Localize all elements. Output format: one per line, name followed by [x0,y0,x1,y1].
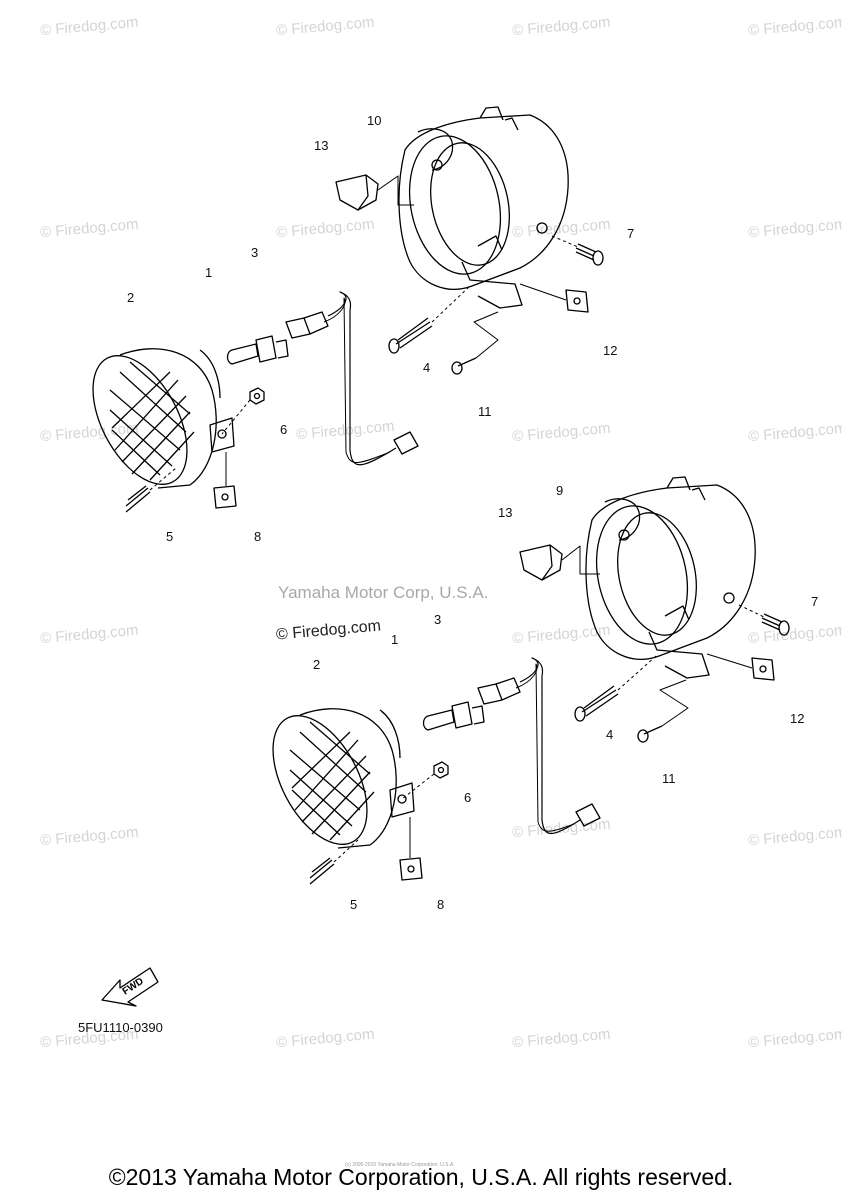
callout-7: 7 [627,226,635,241]
upper-nut-6-leader [221,399,251,435]
callout-7: 7 [811,594,819,609]
lower-screw-11 [637,725,663,743]
lower-clip-8 [399,857,423,881]
lower-nut-6-leader [401,773,435,800]
lower-cap [519,544,563,581]
lower-bulb [422,701,485,731]
callout-12: 12 [603,343,618,358]
lower-screw-7-leader [738,604,765,618]
callout-5: 5 [350,897,358,912]
lower-bolt-4-leader [617,655,657,691]
lower-connector [575,803,601,827]
lower-nut-6 [433,761,449,779]
lower-bolt-4 [574,685,619,722]
callout-1: 1 [205,265,213,280]
copyright-footer: ©2013 Yamaha Motor Corporation, U.S.A. A… [108,1164,734,1190]
lower-assembly [272,476,790,885]
callout-4: 4 [606,727,614,742]
upper-cap-leader [377,175,414,206]
lower-socket [477,677,521,705]
upper-screw-11-leader [473,311,499,359]
callout-1: 1 [391,632,399,647]
callout-2: 2 [127,290,135,305]
callout-12: 12 [790,711,805,726]
fwd-arrow-icon: FWD [101,967,159,1007]
upper-socket [285,311,329,339]
callout-8: 8 [437,897,445,912]
lower-housing [585,476,756,679]
upper-screw-5 [125,485,151,513]
part-code: 5FU1110-0390 [78,1020,163,1035]
lower-screw-5 [309,857,335,885]
upper-screw-11 [451,357,477,375]
upper-harness-wire [327,291,397,466]
callout-6: 6 [280,422,288,437]
upper-clip-12 [565,289,589,313]
upper-assembly [92,106,604,513]
lower-harness-wire [519,657,581,835]
upper-clip-8 [213,485,237,509]
lower-screw-7 [761,613,790,636]
callout-13: 13 [314,138,329,153]
tiny-credit: (c) 2005-2015 Yamaha Motor Corporation, … [345,1162,455,1168]
callout-5: 5 [166,529,174,544]
lower-clip-12 [751,657,775,681]
upper-cap [335,174,379,211]
callout-6: 6 [464,790,472,805]
lower-cap-leader [561,545,600,575]
upper-screw-7-leader [551,235,579,248]
center-credit: Yamaha Motor Corp, U.S.A. [278,583,489,602]
callout-2: 2 [313,657,321,672]
upper-bolt-4 [388,317,433,354]
upper-connector [393,431,419,455]
callout-4: 4 [423,360,431,375]
callout-11: 11 [478,404,492,419]
callout-10: 10 [367,113,382,128]
lower-screw-5-leader [333,839,359,863]
lower-clip-12-leader [706,653,753,669]
callout-3: 3 [434,612,442,627]
upper-nut-6 [249,387,265,405]
callout-8: 8 [254,529,262,544]
callout-9: 9 [556,483,564,498]
upper-lens-unit [92,348,235,489]
upper-housing [398,106,569,309]
upper-bulb [226,335,289,365]
callout-3: 3 [251,245,259,260]
lower-screw-11-leader [659,679,689,727]
upper-harness-wire-2 [323,297,391,463]
upper-clip-12-leader [519,283,567,301]
lower-harness-wire-2 [515,663,575,832]
callout-11: 11 [662,771,676,786]
upper-screw-7 [575,243,604,266]
callout-13: 13 [498,505,513,520]
upper-bolt-4-leader [431,285,471,323]
lower-lens-unit [272,708,415,849]
